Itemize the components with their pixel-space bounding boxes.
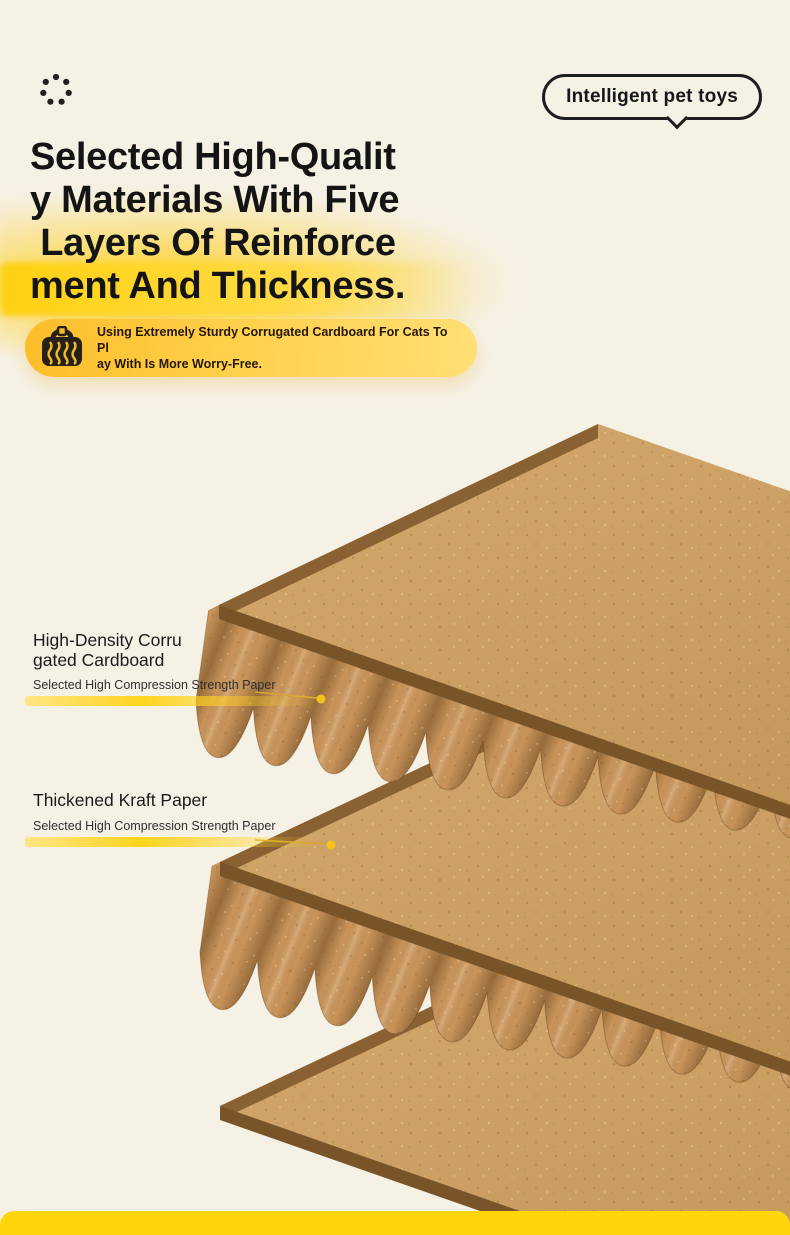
badge-label: Intelligent pet toys [566,86,738,107]
callout-1-title-line-1: High-Density Corru [33,630,182,650]
callout-1-title-line-2: gated Cardboard [33,649,165,670]
feature-banner-text: Using Extremely Sturdy Corrugated Cardbo… [97,324,461,372]
page-title-line-3: Layers Of Reinforce [30,222,396,264]
feature-banner-line-1: Using Extremely Sturdy Corrugated Cardbo… [97,325,448,355]
callout-dot-2 [326,840,336,850]
brand-logo [34,68,78,117]
cat-scratcher-bag-icon [42,326,82,366]
callout-high-density-corrugated: High-Density Corru gated Cardboard Selec… [25,630,317,706]
callout-dot-1 [316,694,326,704]
high-density-board-top [219,424,790,819]
callout-2-underline [25,836,317,847]
callout-1-subtitle: Selected High Compression Strength Paper [33,678,276,692]
callout-2-title-line-1: Thickened Kraft Paper [33,790,208,810]
feature-banner: Using Extremely Sturdy Corrugated Cardbo… [25,319,477,377]
page-title-line-4: ment And Thickness. [30,265,406,307]
callout-1-underline [25,696,317,706]
page-title: Selected High-Qualit y Materials With Fi… [30,136,405,308]
next-section-yellow-bar [0,1211,790,1235]
page-title-line-2: y Materials With Five [30,179,400,221]
callout-2-subtitle: Selected High Compression Strength Paper [33,818,276,833]
seven-dots-logo-icon [40,73,72,105]
page-title-line-1: Selected High-Qualit [30,136,396,178]
feature-banner-line-2: ay With Is More Worry-Free. [97,357,262,371]
intelligent-pet-toys-badge: Intelligent pet toys [542,74,762,130]
callout-thickened-kraft-paper: Thickened Kraft Paper Selected High Comp… [25,790,317,847]
